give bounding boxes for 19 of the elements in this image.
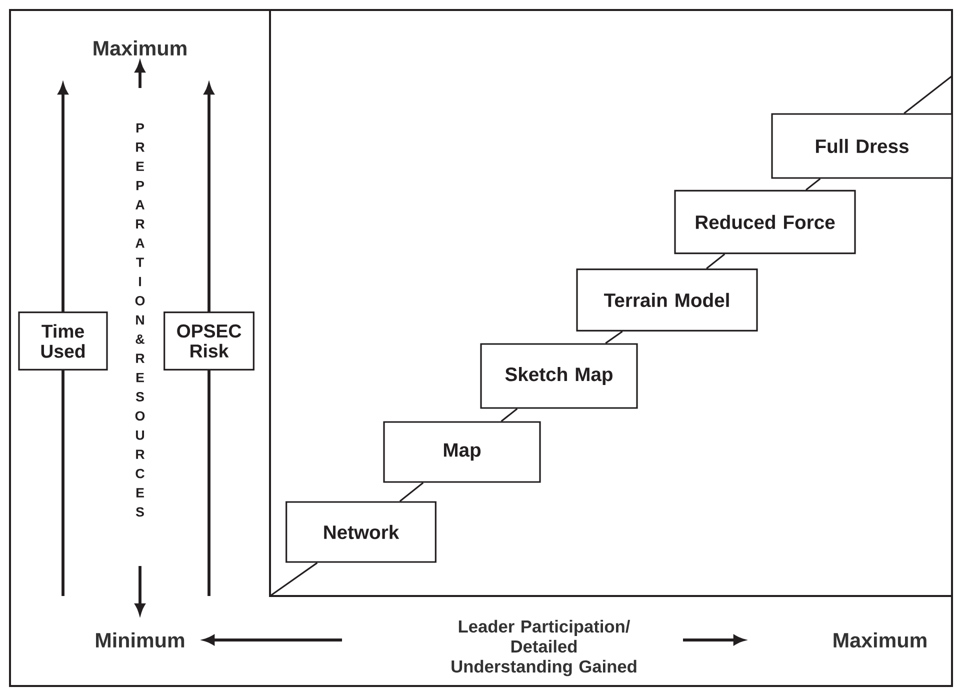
connector-line [806, 178, 821, 190]
scale-label: Maximum [834, 632, 926, 648]
connector-line [904, 75, 952, 114]
connector-line [605, 330, 623, 344]
connector-line [706, 254, 726, 270]
process-box: Map [383, 421, 541, 483]
process-box: Sketch Map [480, 343, 638, 409]
process-box: Reduced Force [674, 190, 856, 254]
scale-label: Minimum [96, 632, 184, 648]
connector-line [270, 562, 318, 597]
axis-label: Leader Participation/ Detailed Understanding Gained [452, 620, 636, 676]
process-box: Full Dress [771, 113, 953, 179]
scale-label: Maximum [94, 40, 186, 56]
connector-line [500, 408, 518, 422]
process-box: Terrain Model [576, 268, 758, 332]
process-box: OPSEC Risk [164, 312, 254, 370]
process-box: Network [286, 501, 436, 563]
vertical-label: PREPARATION & RESOURCES [135, 123, 145, 517]
process-box: Time Used [18, 312, 108, 370]
